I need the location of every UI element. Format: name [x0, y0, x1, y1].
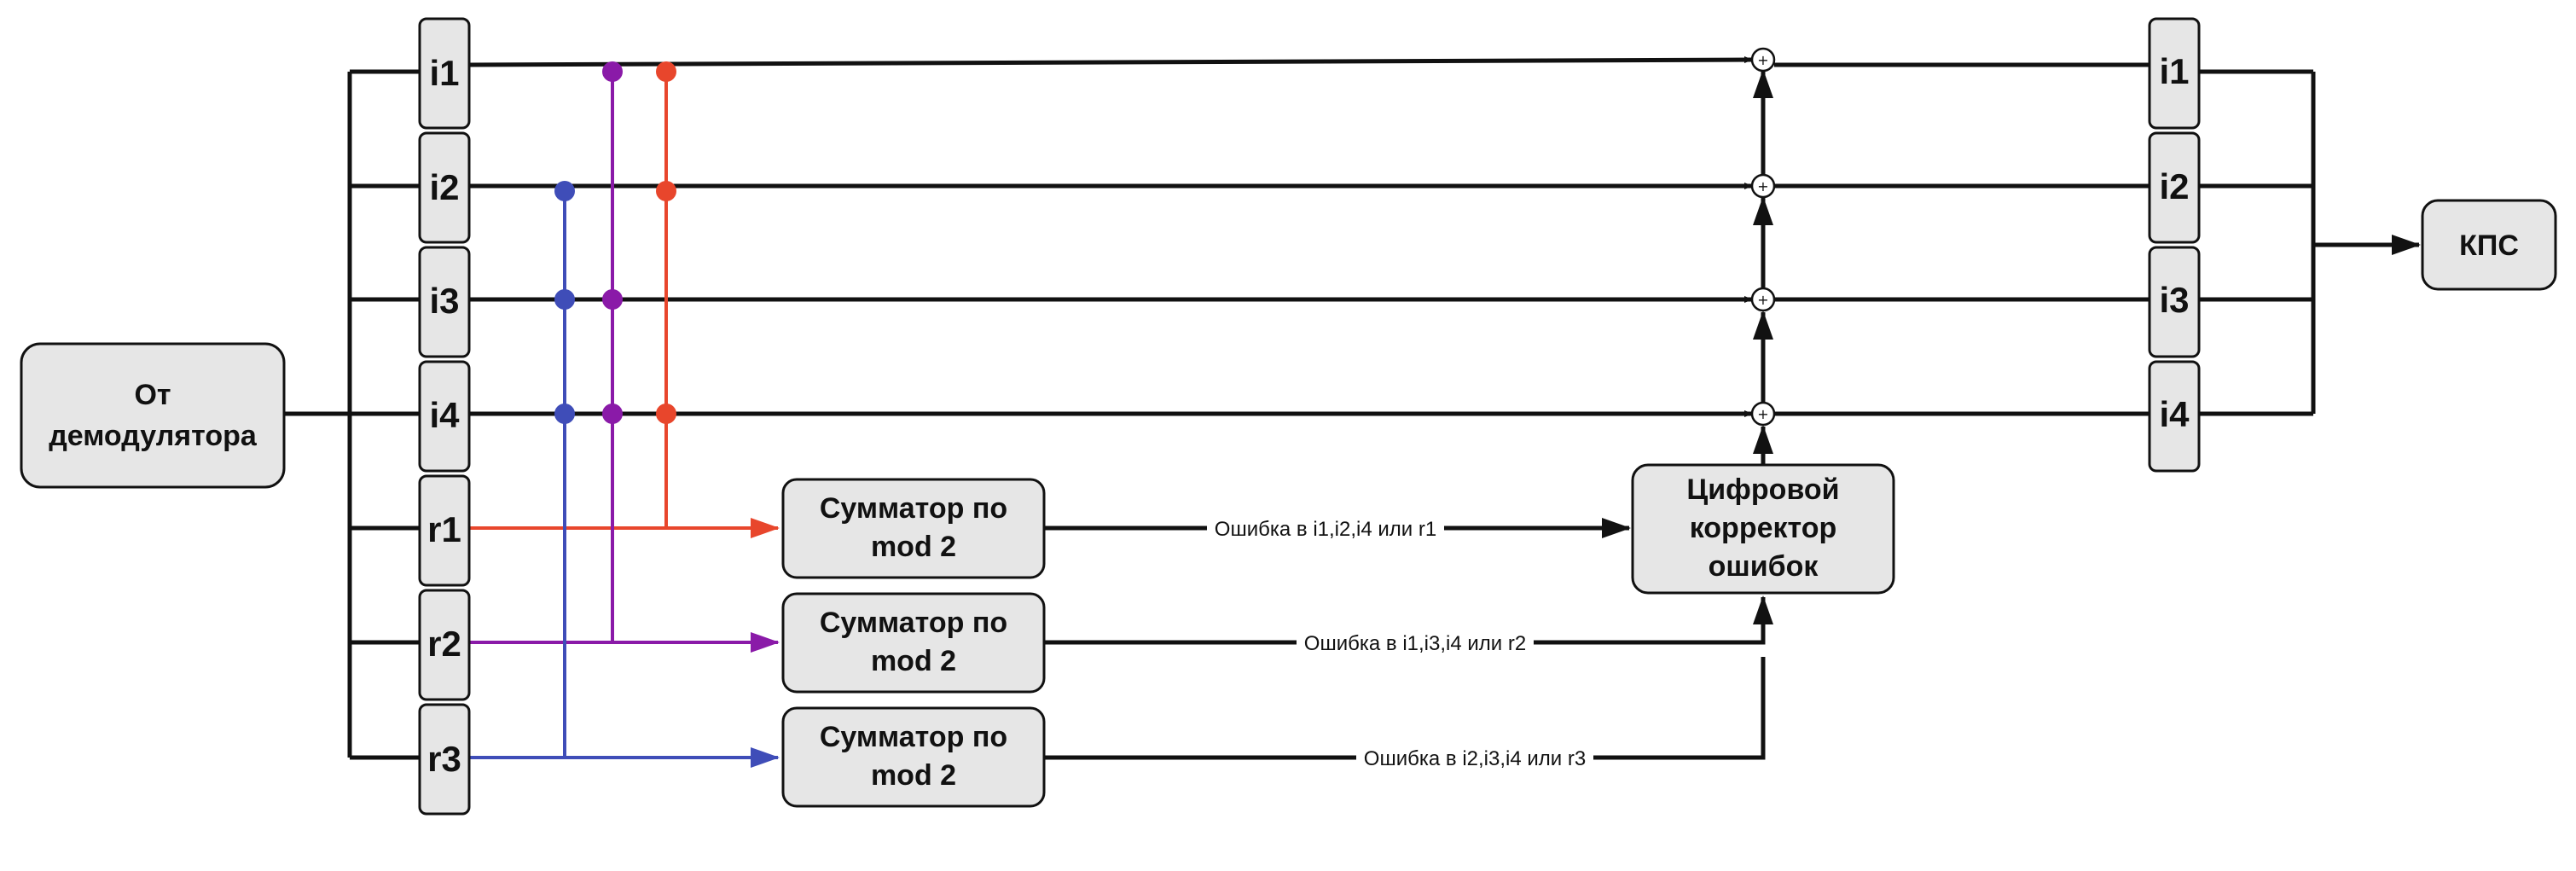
output-cell-i2: [2148, 131, 2201, 244]
adder-3: Сумматор по mod 2: [781, 706, 1046, 808]
adder-1-line2: mod 2: [871, 531, 956, 563]
xor-node-1: +: [1750, 47, 1776, 73]
adder-3-line2: mod 2: [871, 759, 956, 792]
demodulator-source-box: От демодулятора: [20, 342, 286, 489]
input-label-i4: i4: [429, 395, 460, 435]
output-label-i4: i4: [2159, 394, 2190, 434]
adder2-to-corrector: [1044, 595, 1773, 645]
tap-dot-r2-i4: [602, 404, 623, 424]
tap-dot-r1-i4: [656, 404, 676, 424]
source-label-line1: От: [134, 379, 171, 411]
input-label-i1: i1: [429, 53, 459, 93]
input-label-i3: i3: [429, 281, 459, 321]
digital-error-corrector: Цифровой корректор ошибок: [1631, 463, 1895, 595]
output-cell-i1: [2148, 17, 2201, 130]
xor-node-4-symbol: +: [1757, 406, 1768, 422]
output-cell-i4: [2148, 360, 2201, 473]
output-cell-i3: [2148, 246, 2201, 358]
tap-dot-r3-i3: [554, 289, 575, 310]
error-label-3: Ошибка в i2,i3,i4 или r3: [1364, 747, 1586, 770]
tap-dot-r2-i3: [602, 289, 623, 310]
input-cell-r1: [418, 474, 471, 587]
corrector-line1: Цифровой: [1686, 473, 1839, 506]
error-label-2: Ошибка в i1,i3,i4 или r2: [1304, 632, 1526, 655]
tap-dot-r3-i2: [554, 181, 575, 201]
adder-2: Сумматор по mod 2: [781, 592, 1046, 694]
tap-dot-r1-i1: [656, 61, 676, 82]
input-cell-i4: [418, 360, 471, 473]
adder-1-line1: Сумматор по: [820, 492, 1007, 525]
output-register: i1 i2 i3 i4: [2148, 17, 2201, 473]
corrector-line2: корректор: [1690, 512, 1837, 544]
tap-dot-r1-i2: [656, 181, 676, 201]
corrector-line3: ошибок: [1709, 550, 1819, 583]
xor-node-3-symbol: +: [1757, 292, 1768, 308]
error-label-1: Ошибка в i1,i2,i4 или r1: [1215, 518, 1436, 541]
xor-node-2: +: [1750, 173, 1776, 199]
tap-dot-r3-i4: [554, 404, 575, 424]
input-cell-i3: [418, 246, 471, 358]
source-label-line2: демодулятора: [49, 420, 258, 452]
output-label-i3: i3: [2159, 280, 2189, 320]
input-cell-i1: [418, 17, 471, 130]
tap-dot-r2-i1: [602, 61, 623, 82]
xor-node-2-symbol: +: [1757, 178, 1768, 195]
xor-node-4: +: [1750, 401, 1776, 427]
kps-box: КПС: [2421, 199, 2557, 291]
input-cell-r3: [418, 703, 471, 816]
xor-node-3: +: [1750, 287, 1776, 312]
line-i1-to-xor: [468, 56, 1753, 67]
input-label-r2: r2: [427, 624, 461, 664]
kps-label: КПС: [2459, 229, 2519, 262]
output-label-i1: i1: [2159, 51, 2189, 91]
input-cell-i2: [418, 131, 471, 244]
adder-2-line2: mod 2: [871, 645, 956, 677]
input-cell-r2: [418, 589, 471, 701]
xor-node-1-symbol: +: [1757, 52, 1768, 68]
input-label-r1: r1: [427, 509, 461, 549]
input-register: i1 i2 i3 i4 r1 r2 r3: [418, 17, 471, 816]
adder-2-line1: Сумматор по: [820, 607, 1007, 639]
input-label-i2: i2: [429, 167, 459, 207]
adder-1: Сумматор по mod 2: [781, 478, 1046, 579]
output-label-i2: i2: [2159, 166, 2189, 206]
adder-3-line1: Сумматор по: [820, 721, 1007, 753]
input-label-r3: r3: [427, 739, 461, 779]
adder3-to-corrector: [1044, 657, 1766, 760]
